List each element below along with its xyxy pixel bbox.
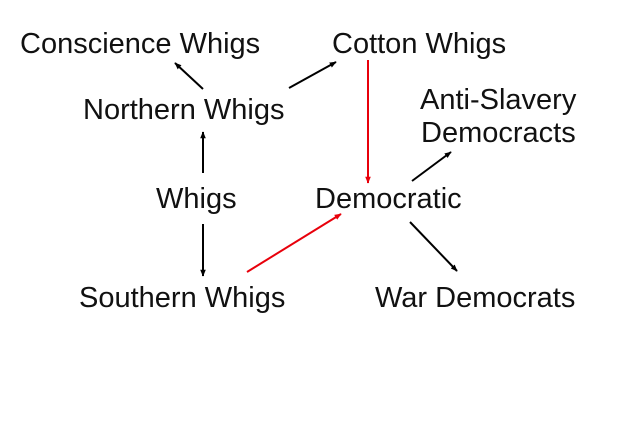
node-anti-slavery-line1: Anti-Slavery <box>420 84 577 116</box>
node-anti-slavery-line2: Democracts <box>421 117 576 149</box>
arrow-northern-whigs-to-cotton-whigs <box>288 61 337 89</box>
node-whigs: Whigs <box>156 183 237 215</box>
node-cotton-whigs: Cotton Whigs <box>332 28 507 60</box>
node-war-democrats: War Democrats <box>375 282 576 314</box>
node-democratic: Democratic <box>315 183 462 215</box>
arrow-southern-whigs-to-democratic <box>246 213 342 273</box>
arrow-democratic-to-war-democrats <box>409 221 458 272</box>
node-conscience-whigs: Conscience Whigs <box>20 28 261 60</box>
arrow-northern-whigs-to-conscience-whigs <box>174 62 204 90</box>
arrow-democratic-to-anti-slavery-democracts <box>411 151 452 182</box>
node-southern-whigs: Southern Whigs <box>79 282 286 314</box>
node-northern-whigs: Northern Whigs <box>83 94 285 126</box>
